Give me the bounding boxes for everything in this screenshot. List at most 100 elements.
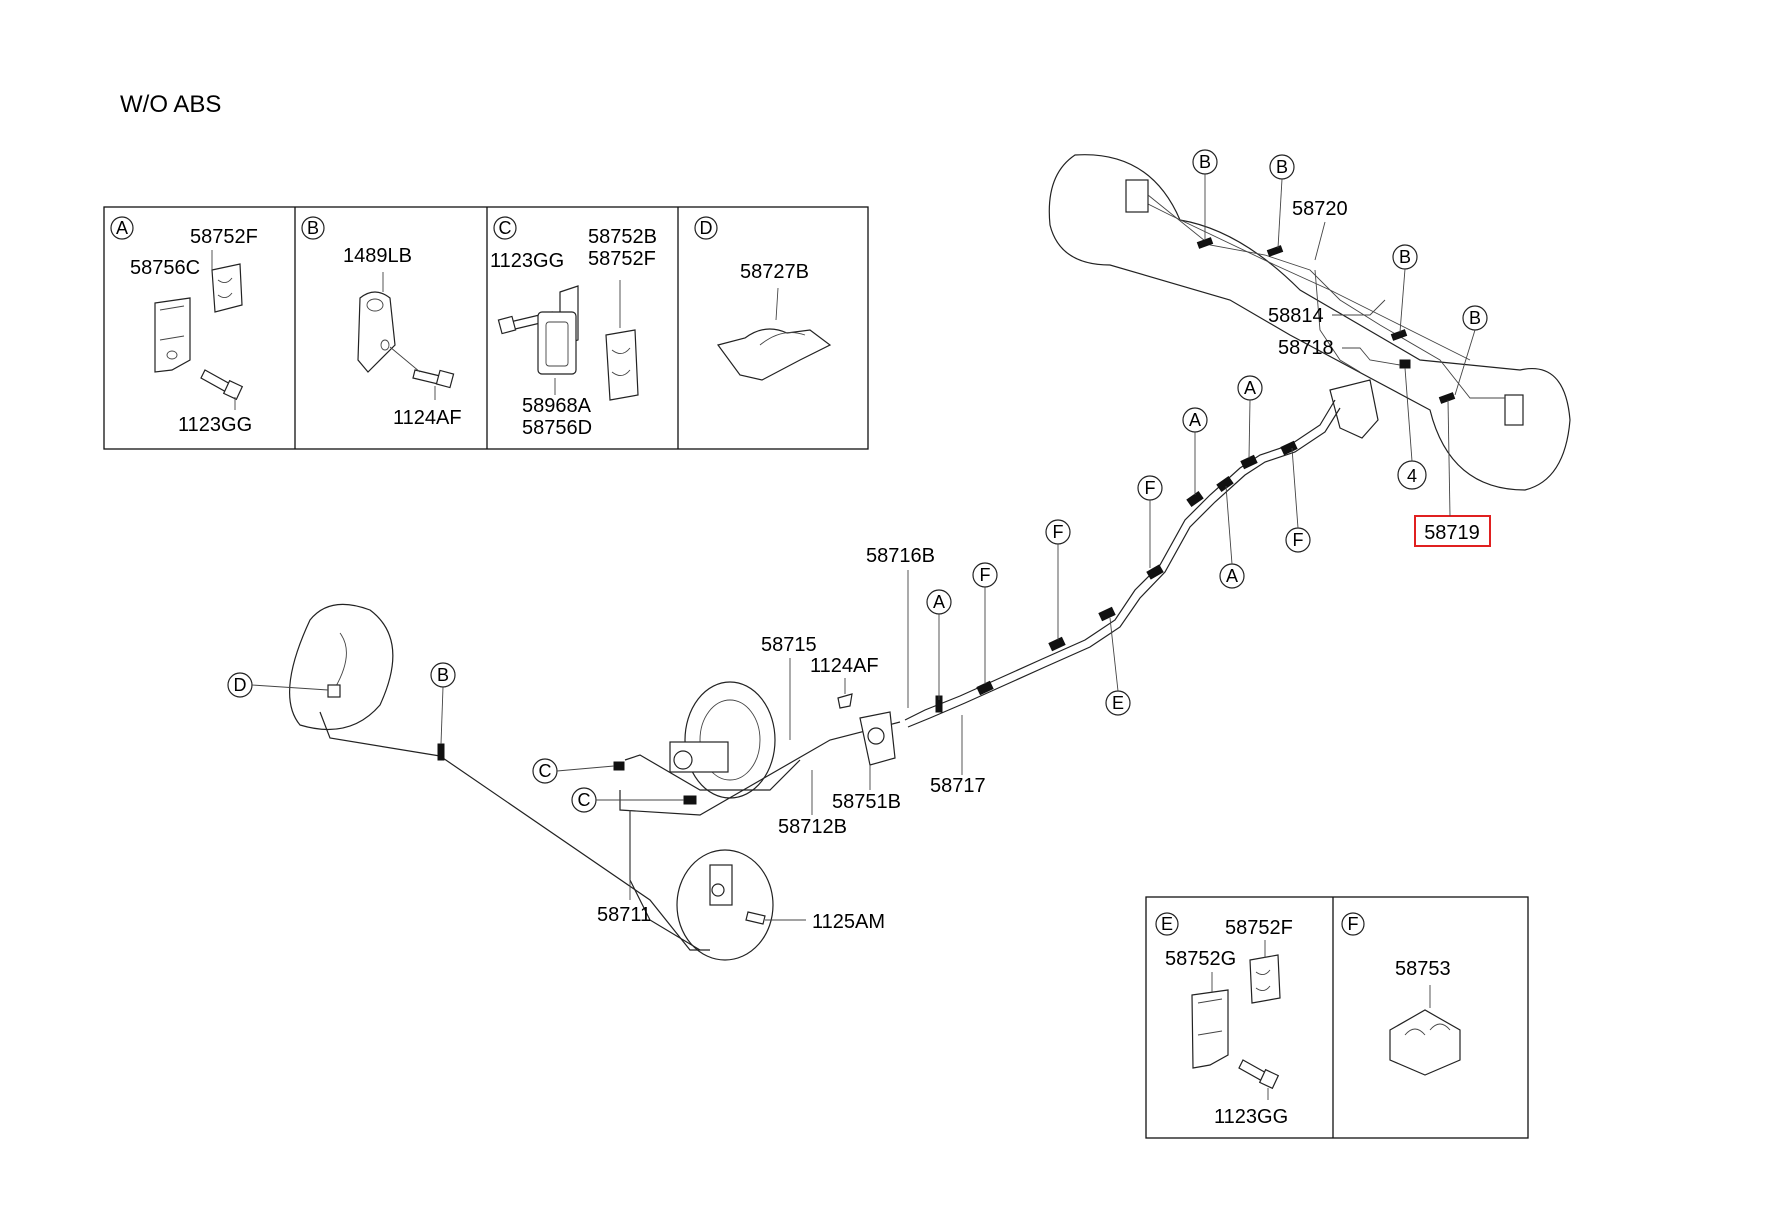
inset-a[interactable]: A 58752F 58756C 1123GG bbox=[110, 216, 258, 436]
callout-4-number: 4 bbox=[1407, 466, 1417, 486]
inset-b-callout bbox=[301, 216, 325, 240]
highlight-box-58719 bbox=[1414, 515, 1491, 547]
rear-junction-block bbox=[1329, 379, 1379, 439]
inset-frame-bottom bbox=[1145, 896, 1529, 1139]
part-label-1124AF[interactable]: 1124AF bbox=[810, 655, 879, 677]
inset-d-letter: D bbox=[700, 218, 713, 238]
axle-hose-line bbox=[1314, 269, 1361, 373]
callout-a-letter: A bbox=[1244, 378, 1256, 398]
part-labels: 58720 58814 58718 58719 58716B 58715 112… bbox=[597, 198, 1491, 933]
clip-mark bbox=[1216, 476, 1234, 492]
main-brake-line-a bbox=[904, 399, 1336, 721]
axle-tube-line bbox=[1139, 199, 1471, 361]
inset-a-label: 1123GG bbox=[178, 414, 252, 436]
clip-mark bbox=[1266, 245, 1284, 257]
master-line-a bbox=[619, 721, 901, 816]
double-clip-icon bbox=[605, 329, 639, 401]
callout-f-letter: F bbox=[1145, 478, 1156, 498]
hub-left bbox=[1125, 179, 1149, 213]
inset-d[interactable]: D 58727B bbox=[694, 216, 832, 381]
callout-a-letter: A bbox=[933, 592, 945, 612]
cross-line bbox=[439, 755, 710, 951]
front-right-rotor bbox=[676, 849, 774, 961]
inset-e-label: 58752F bbox=[1225, 917, 1293, 939]
clip-mark bbox=[1280, 440, 1298, 456]
inset-e-label: 1123GG bbox=[1214, 1106, 1288, 1128]
reservoir-cap bbox=[673, 750, 693, 770]
clip-mark bbox=[437, 743, 445, 761]
clip-mark bbox=[1098, 606, 1116, 622]
front-brake-area bbox=[289, 603, 896, 961]
part-label-58751B[interactable]: 58751B bbox=[832, 791, 901, 813]
callout-b-letter: B bbox=[437, 665, 449, 685]
brake-booster bbox=[684, 681, 776, 799]
inset-c-callout bbox=[493, 216, 517, 240]
callout-a-letter: A bbox=[1226, 566, 1238, 586]
callout-f-letter: F bbox=[1293, 530, 1304, 550]
callout-c-letter: C bbox=[578, 790, 591, 810]
inset-b-label: 1124AF bbox=[393, 407, 462, 429]
part-label-58720[interactable]: 58720 bbox=[1292, 198, 1348, 220]
callout-f-letter: F bbox=[980, 565, 991, 585]
clip-bracket-icon bbox=[1191, 989, 1229, 1069]
inset-e[interactable]: E 58752F 58752G 1123GG bbox=[1155, 912, 1293, 1128]
main-brake-line-b bbox=[907, 407, 1341, 728]
callout-b-letter: B bbox=[1399, 247, 1411, 267]
inset-b-label: 1489LB bbox=[343, 245, 412, 267]
inset-c-letter: C bbox=[499, 218, 512, 238]
twin-clip-icon bbox=[1389, 1009, 1461, 1076]
inset-a-letter: A bbox=[116, 218, 128, 238]
part-label-1125AM[interactable]: 1125AM bbox=[812, 911, 885, 933]
inset-frame-top bbox=[103, 206, 869, 450]
inset-b-letter: B bbox=[307, 218, 319, 238]
inset-c-label: 58752F bbox=[588, 248, 656, 270]
part-label-58712B[interactable]: 58712B bbox=[778, 816, 847, 838]
clip-mark bbox=[976, 680, 994, 696]
diagram-title: W/O ABS bbox=[120, 91, 221, 118]
callout-f-letter: F bbox=[1053, 522, 1064, 542]
clip-mark bbox=[1399, 359, 1411, 369]
part-label-58718[interactable]: 58718 bbox=[1278, 337, 1334, 359]
part-label-58814[interactable]: 58814 bbox=[1268, 305, 1324, 327]
bolt-icon bbox=[1238, 1059, 1280, 1090]
callout-a-letter: A bbox=[1189, 410, 1201, 430]
axle-housing-outline bbox=[1048, 154, 1571, 491]
part-label-58719[interactable]: 58719 bbox=[1424, 522, 1480, 544]
part-label-58711[interactable]: 58711 bbox=[597, 904, 651, 926]
callout-b-letter: B bbox=[1199, 152, 1211, 172]
clip-mark bbox=[1196, 237, 1214, 249]
part-label-58716B[interactable]: 58716B bbox=[866, 545, 935, 567]
brake-booster-inner bbox=[699, 699, 761, 781]
part-label-58715[interactable]: 58715 bbox=[761, 634, 817, 656]
bleeder bbox=[711, 883, 725, 897]
clip-mark bbox=[1048, 636, 1066, 652]
clip-mark bbox=[1438, 392, 1456, 404]
inset-d-label: 58727B bbox=[740, 261, 809, 283]
inset-b[interactable]: B 1489LB 1124AF bbox=[301, 216, 462, 429]
inset-e-letter: E bbox=[1161, 914, 1173, 934]
inset-c[interactable]: C 1123GG 58752B 58752F 58968A 58756D bbox=[490, 216, 657, 439]
double-clip-icon bbox=[211, 263, 243, 313]
front-left-line bbox=[319, 711, 441, 757]
bolt-icon bbox=[745, 911, 766, 925]
clip-mark bbox=[683, 795, 697, 805]
inset-a-callout bbox=[110, 216, 134, 240]
front-left-hose bbox=[334, 632, 347, 689]
hub-right bbox=[1504, 394, 1524, 426]
inset-c-label: 1123GG bbox=[490, 250, 564, 272]
axle-brake-line bbox=[1147, 194, 1505, 399]
clip-mark bbox=[1186, 491, 1204, 507]
clip-bracket-icon bbox=[154, 297, 191, 373]
inset-f-label: 58753 bbox=[1395, 958, 1451, 980]
front-left-rotor bbox=[289, 603, 394, 731]
clip-mark bbox=[1240, 454, 1258, 470]
inset-d-callout bbox=[694, 216, 718, 240]
brake-line-routing bbox=[319, 399, 1341, 951]
inset-e-label: 58752G bbox=[1165, 948, 1236, 970]
callout-e-letter: E bbox=[1112, 693, 1124, 713]
inset-f[interactable]: F 58753 bbox=[1341, 912, 1461, 1076]
inset-a-label: 58752F bbox=[190, 226, 258, 248]
valve-port bbox=[867, 727, 885, 745]
inset-a-label: 58756C bbox=[130, 257, 200, 279]
part-label-58717[interactable]: 58717 bbox=[930, 775, 986, 797]
